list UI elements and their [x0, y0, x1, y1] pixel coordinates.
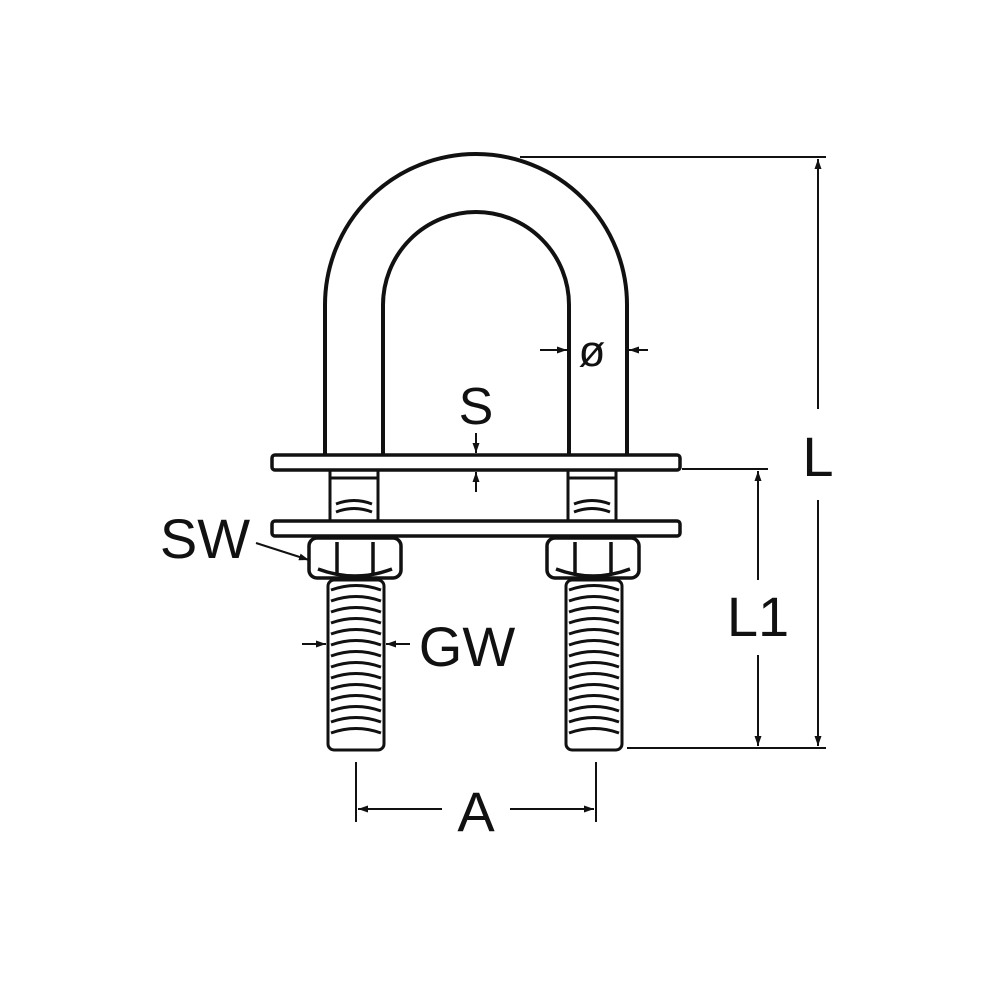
thread-ridge: [568, 672, 620, 680]
nut-left: [307, 536, 403, 580]
plate-thickness-label: S: [459, 378, 494, 436]
nuts: [307, 536, 641, 580]
length-label: L: [802, 425, 833, 488]
spacing-label: A: [457, 780, 495, 843]
thread-ridge: [568, 617, 620, 625]
wrench-size-label: SW: [160, 507, 250, 570]
thread-ridge: [330, 595, 382, 603]
thread-ridge: [568, 595, 620, 603]
dimension-labels: ø S SW GW L L1 A: [160, 327, 834, 843]
bottom-plate: [270, 519, 682, 538]
thread-ridge: [568, 683, 620, 691]
thread-left: [326, 578, 386, 752]
thread-ridge: [568, 650, 620, 658]
dimension-lines: [255, 156, 826, 822]
threaded-studs: [326, 578, 624, 752]
u-bolt-outer-outline: [323, 152, 629, 455]
thread-ridge: [330, 650, 382, 658]
thread-right: [564, 578, 624, 752]
bolt-shanks-between-plates: [328, 468, 618, 524]
top-plate: [270, 453, 682, 472]
thread-ridge: [330, 617, 382, 625]
sw-leader: [255, 542, 310, 561]
thread-ridge: [568, 716, 620, 724]
u-bolt-body: [323, 152, 629, 455]
thread-ridge: [568, 661, 620, 669]
thread-label: GW: [419, 615, 516, 678]
thread-ridge: [568, 606, 620, 614]
thread-ridge: [330, 661, 382, 669]
thread-ridge: [568, 628, 620, 636]
thread-ridge: [330, 727, 382, 735]
thread-ridge: [330, 716, 382, 724]
plates: [270, 453, 682, 538]
nut-right: [545, 536, 641, 580]
thread-ridge: [330, 628, 382, 636]
thread-ridge: [568, 705, 620, 713]
thread-length-label: L1: [727, 585, 789, 648]
thread-ridge: [330, 584, 382, 592]
thread-ridge: [568, 584, 620, 592]
thread-ridge: [568, 694, 620, 702]
diameter-label: ø: [579, 327, 606, 376]
u-bolt-inner-outline: [381, 210, 571, 455]
thread-ridge: [330, 683, 382, 691]
thread-ridge: [330, 694, 382, 702]
thread-ridge: [568, 727, 620, 735]
thread-ridge: [330, 639, 382, 647]
thread-ridge: [330, 606, 382, 614]
thread-ridge: [330, 705, 382, 713]
thread-ridge: [568, 639, 620, 647]
thread-ridge: [330, 672, 382, 680]
